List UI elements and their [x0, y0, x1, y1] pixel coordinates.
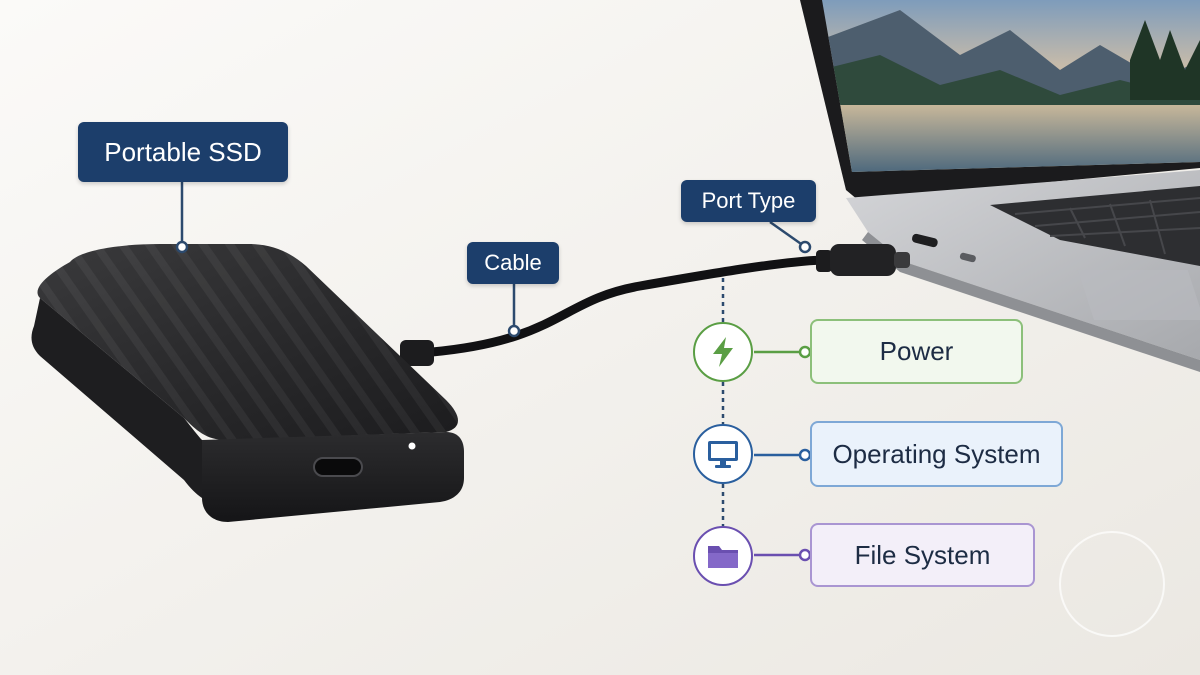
label-cable-text: Cable: [484, 250, 542, 275]
chip-operating-system: Operating System: [810, 421, 1063, 487]
os-node: [693, 424, 753, 484]
power-node: [693, 322, 753, 382]
laptop: [800, 0, 1200, 372]
chip-power: Power: [810, 319, 1023, 384]
folder-icon: [708, 546, 738, 568]
ssd-usbc-port: [313, 457, 363, 477]
laptop-screen: [822, 0, 1200, 172]
label-cable: Cable: [467, 242, 559, 284]
portable-ssd: [31, 244, 464, 522]
label-portable-ssd: Portable SSD: [78, 122, 288, 182]
chip-file-system-text: File System: [854, 539, 991, 570]
laptop-plug: [816, 244, 910, 276]
connector-lines: [180, 182, 805, 526]
chip-power-text: Power: [879, 336, 954, 366]
label-port-type: Port Type: [681, 180, 816, 222]
ssd-led: [408, 442, 416, 450]
watermark-mark: [1059, 531, 1165, 637]
monitor-icon: [708, 441, 738, 468]
label-port-type-text: Port Type: [701, 188, 796, 213]
fs-node: [693, 526, 753, 586]
lightning-bolt-icon: [713, 337, 733, 367]
laptop-usbc-port: [912, 233, 938, 248]
label-portable-ssd-text: Portable SSD: [104, 136, 262, 167]
chip-file-system: File System: [810, 523, 1035, 587]
ssd-plug: [400, 340, 434, 366]
laptop-keyboard: [990, 186, 1200, 266]
connector-dots: [175, 240, 812, 338]
chip-operating-system-text: Operating System: [832, 438, 1041, 469]
